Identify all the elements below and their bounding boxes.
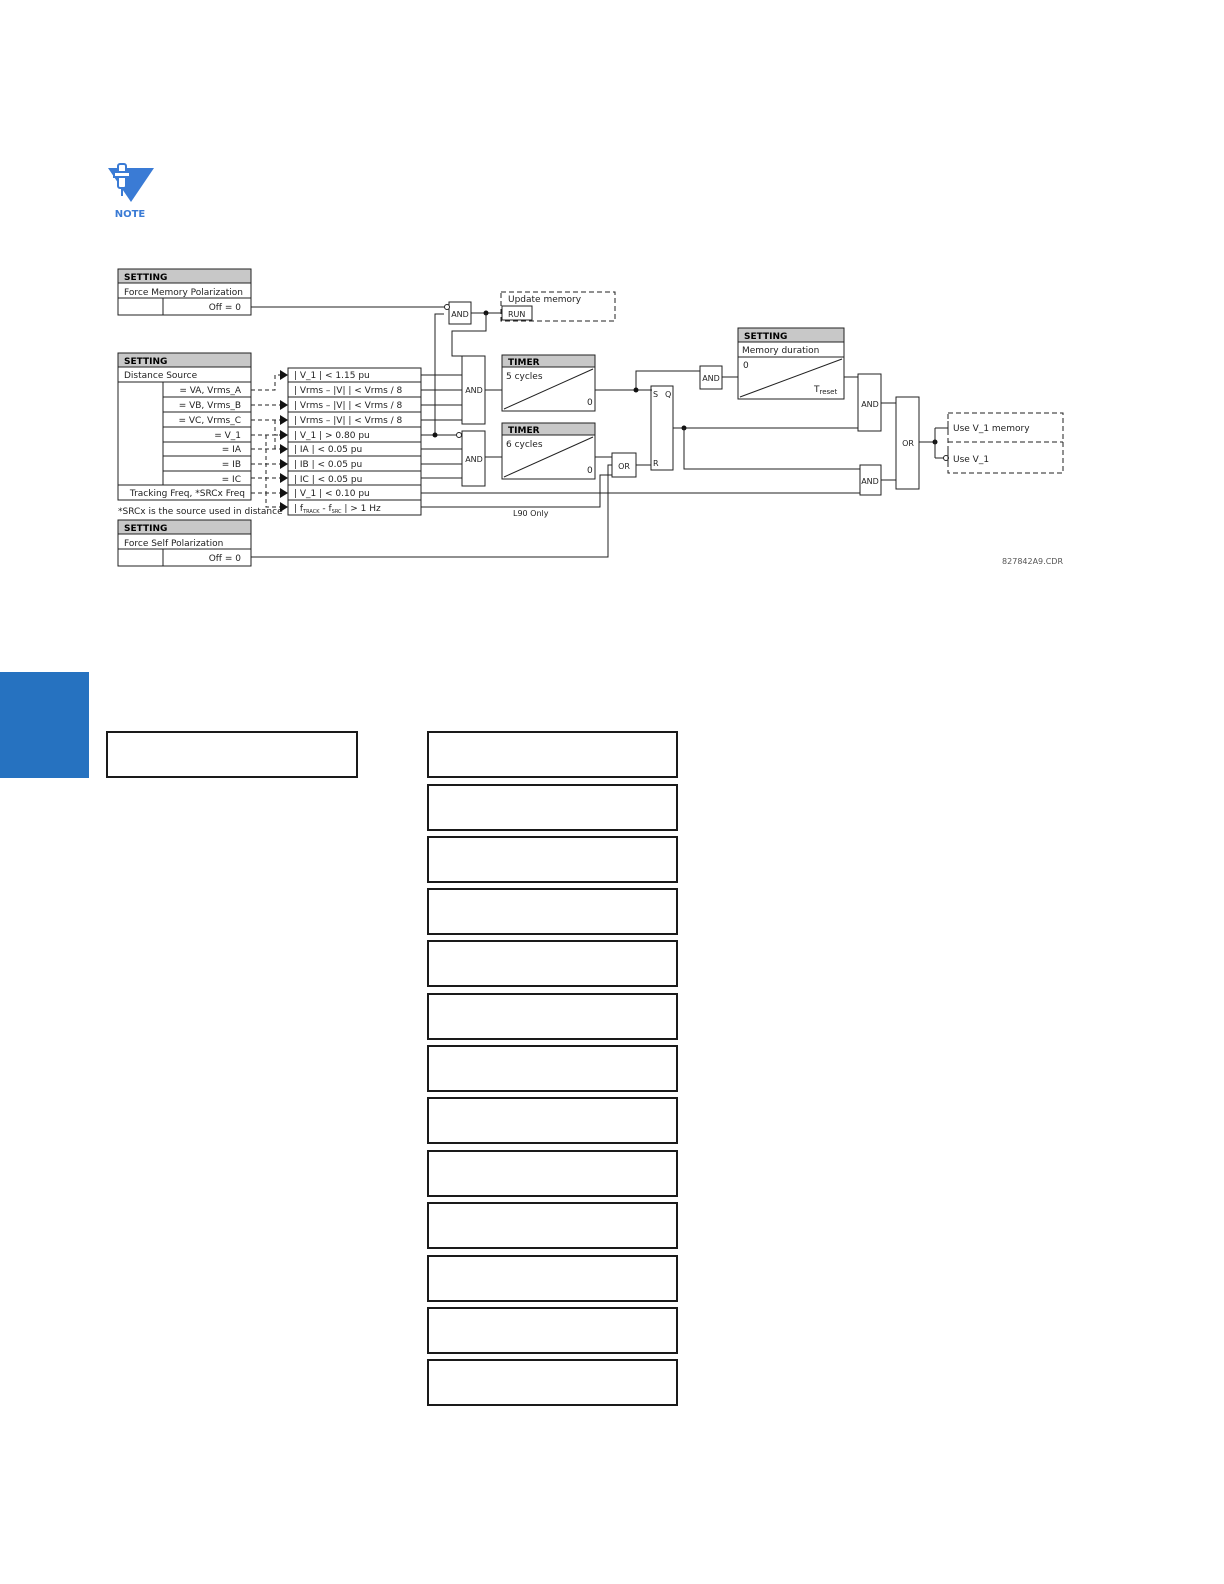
and-label: AND	[465, 455, 483, 464]
comparator-vrms-b: | Vrms – |V| | < Vrms / 8	[294, 401, 403, 411]
setting-header: SETTING	[744, 332, 787, 342]
setting-field-6	[427, 993, 678, 1040]
setting-header: SETTING	[124, 273, 167, 283]
setting-field-11	[427, 1255, 678, 1302]
chapter-tab	[0, 672, 89, 778]
setting-field-1	[427, 731, 678, 778]
memory-duration-setting: SETTING Memory duration 0 Treset	[737, 327, 858, 400]
source-output-vb: = VB, Vrms_B	[179, 401, 241, 411]
latch-r: R	[653, 459, 659, 468]
force-self-value: Off = 0	[209, 554, 242, 564]
force-self-name: Force Self Polarization	[124, 539, 223, 549]
comparator-ia: | IA | < 0.05 pu	[294, 445, 362, 455]
l90-only-label: L90 Only	[513, 509, 549, 518]
source-connectors	[251, 374, 282, 508]
latch-s: S	[653, 390, 658, 399]
memory-duration-name: Memory duration	[742, 346, 819, 356]
source-output-ia: = IA	[222, 445, 242, 455]
or-label: OR	[618, 462, 630, 471]
timer-header: TIMER	[508, 426, 540, 436]
setting-field-4	[427, 888, 678, 935]
comparator-vrms-a: | Vrms – |V| | < Vrms / 8	[294, 386, 403, 396]
logic-diagram: SETTING Force Memory Polarization Off = …	[117, 268, 1064, 567]
update-memory-box: Update memory RUN	[500, 291, 616, 322]
output-use-v1: Use V_1	[953, 455, 989, 465]
timer1-delay: 5 cycles	[506, 372, 543, 382]
setting-field-7	[427, 1045, 678, 1092]
and-gate-update: AND	[444, 301, 502, 357]
source-output-ic: = IC	[222, 475, 241, 485]
arrowheads	[280, 370, 288, 512]
output-box: Use V_1 memory Use V_1	[947, 412, 1064, 474]
setting-header: SETTING	[124, 357, 167, 367]
timer-header: TIMER	[508, 358, 540, 368]
memory-duration-treset: Treset	[813, 385, 837, 396]
or-gate-output: OR	[895, 396, 935, 490]
and-gate-1: AND	[461, 355, 502, 425]
top-rule	[95, 82, 1185, 83]
output-use-memory: Use V_1 memory	[953, 424, 1030, 434]
note-label: NOTE	[115, 209, 146, 220]
comparator-freq: | fTRACK - fSRC | > 1 Hz	[294, 504, 381, 515]
setting-field-13	[427, 1359, 678, 1406]
setting-path-box	[106, 731, 358, 778]
and-label: AND	[861, 477, 879, 486]
junction-dot	[432, 432, 438, 438]
or-gate-reset: OR	[611, 452, 651, 478]
setting-field-12	[427, 1307, 678, 1354]
comparator-v1-low: | V_1 | < 0.10 pu	[294, 489, 370, 499]
and-gate-5: AND	[859, 464, 896, 496]
comparator-v1-080: | V_1 | > 0.80 pu	[294, 431, 370, 441]
distance-source-name: Distance Source	[124, 371, 198, 381]
junction-dot	[633, 387, 639, 393]
force-memory-setting: SETTING Force Memory Polarization Off = …	[117, 268, 252, 316]
timer1-reset: 0	[587, 398, 593, 408]
and-label: AND	[465, 386, 483, 395]
and-gate-4: AND	[857, 373, 896, 432]
setting-field-2	[427, 784, 678, 831]
timer2-reset: 0	[587, 466, 593, 476]
sr-latch: S Q R	[635, 370, 858, 471]
force-memory-value: Off = 0	[209, 303, 242, 313]
source-tracking: Tracking Freq, *SRCx Freq	[129, 489, 245, 499]
update-memory-label: Update memory	[508, 295, 582, 305]
comparator-vrms-c: | Vrms – |V| | < Vrms / 8	[294, 416, 403, 426]
setting-field-10	[427, 1202, 678, 1249]
figure-id: 827842A9.CDR	[1002, 557, 1063, 566]
and-label: AND	[451, 310, 469, 319]
run-label: RUN	[508, 310, 525, 319]
source-output-ib: = IB	[222, 460, 241, 470]
setting-field-9	[427, 1150, 678, 1197]
comparator-v1-high: | V_1 | < 1.15 pu	[294, 371, 370, 381]
memory-duration-zero: 0	[743, 361, 749, 371]
comparator-block: | V_1 | < 1.15 pu | Vrms – |V| | < Vrms …	[287, 367, 422, 516]
timer2-delay: 6 cycles	[506, 440, 543, 450]
setting-field-3	[427, 836, 678, 883]
comparator-ib: | IB | < 0.05 pu	[294, 460, 362, 470]
timer-5-cycles: TIMER 5 cycles 0	[501, 354, 652, 412]
and-gate-3: AND	[699, 365, 738, 390]
setting-header: SETTING	[124, 524, 167, 534]
source-output-v1: = V_1	[214, 431, 241, 441]
source-output-vc: = VC, Vrms_C	[178, 416, 241, 426]
and-label: AND	[861, 400, 879, 409]
and-gate-2: AND	[456, 430, 502, 487]
latch-q: Q	[665, 390, 671, 399]
distance-source-setting: SETTING Distance Source = VA, Vrms_A = V…	[117, 352, 283, 517]
note-icon: NOTE	[108, 163, 154, 220]
comparator-ic: | IC | < 0.05 pu	[294, 475, 362, 485]
setting-field-8	[427, 1097, 678, 1144]
force-self-setting: SETTING Force Self Polarization Off = 0	[117, 519, 252, 567]
and-label: AND	[702, 374, 720, 383]
or-label: OR	[902, 439, 914, 448]
setting-field-5	[427, 940, 678, 987]
force-memory-name: Force Memory Polarization	[124, 288, 243, 298]
timer-6-cycles: TIMER 6 cycles 0	[501, 422, 612, 480]
wire	[683, 428, 860, 470]
source-footnote: *SRCx is the source used in distance	[118, 507, 283, 517]
source-output-va: = VA, Vrms_A	[179, 386, 242, 396]
